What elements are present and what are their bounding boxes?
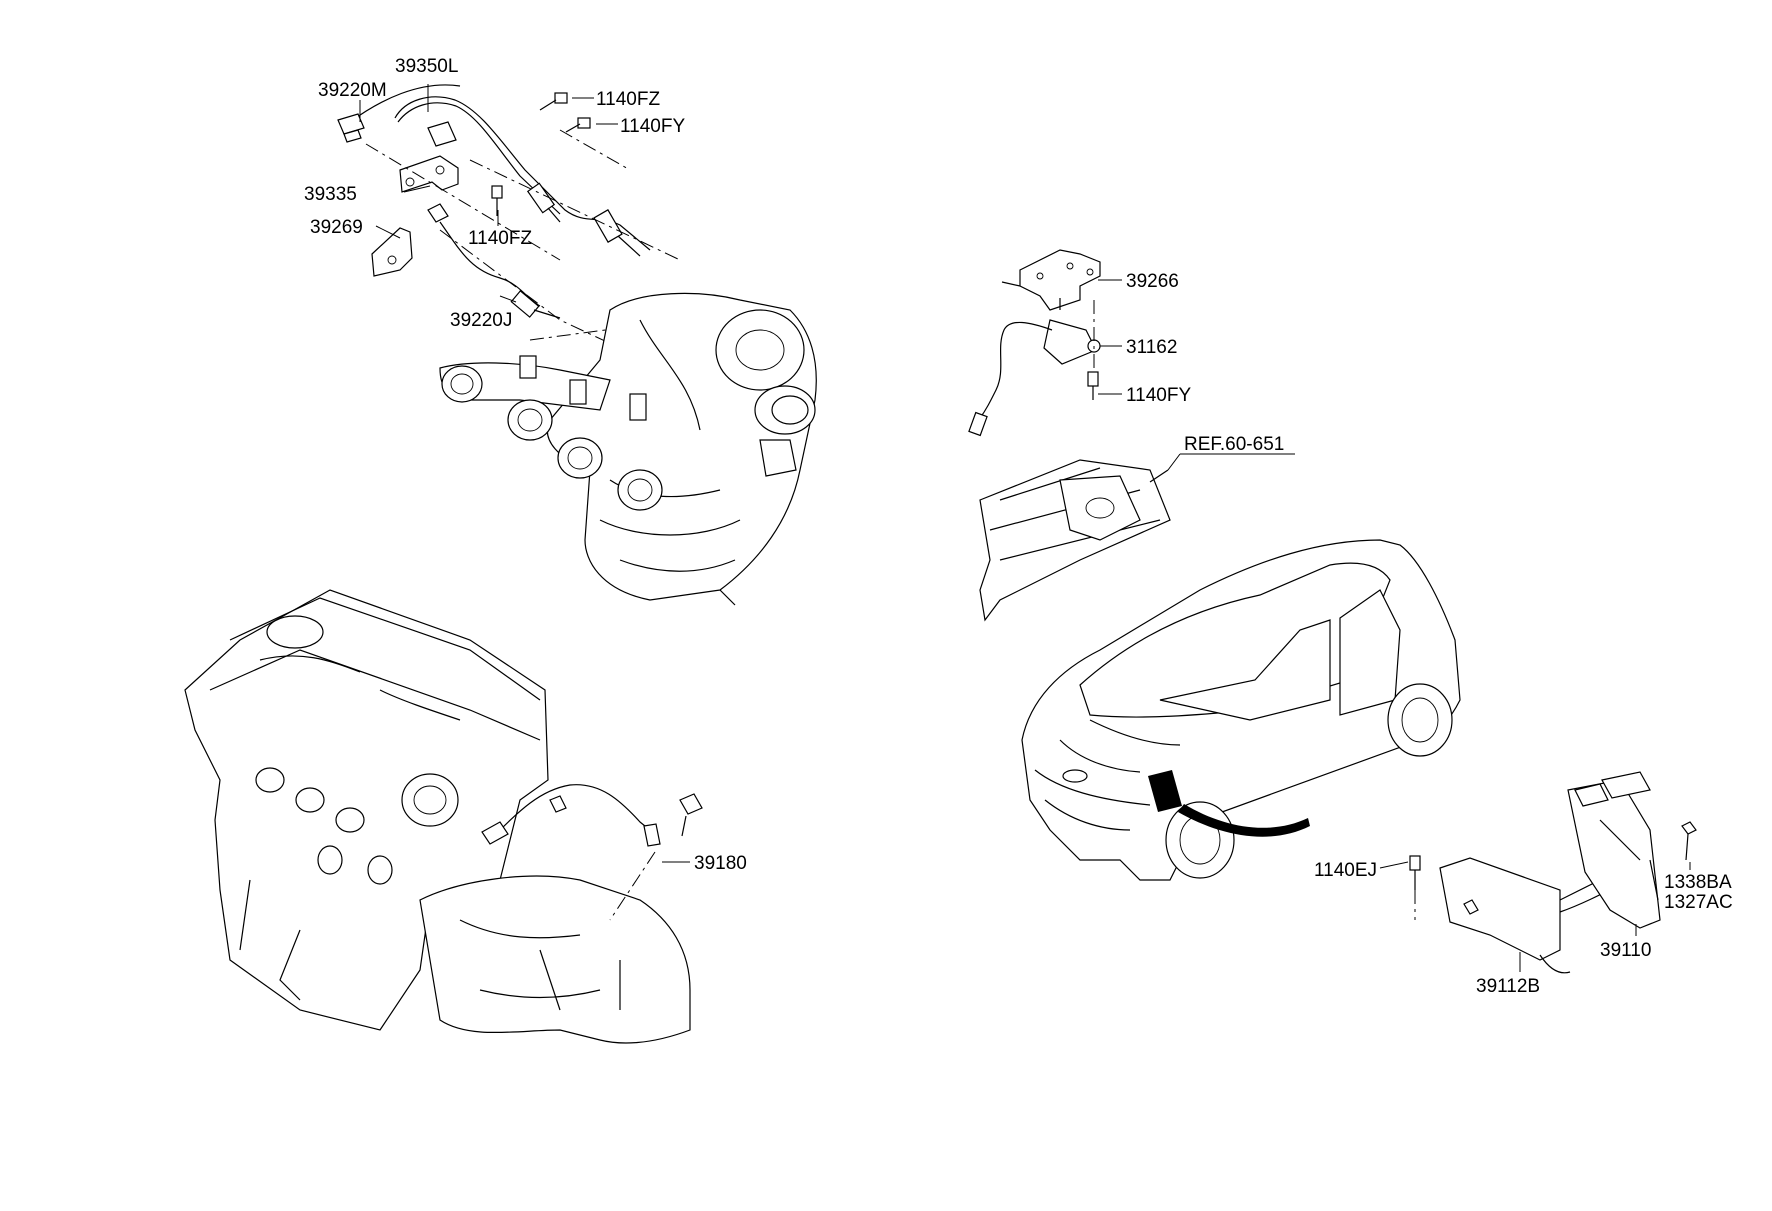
vehicle-illustration [1021,539,1461,881]
label-39110: 39110 [1600,940,1651,961]
sensor-bracket-assembly [968,249,1101,437]
label-31162: 31162 [1126,337,1177,358]
floor-panel-ref [979,453,1295,622]
ref-label: REF.60-651 [1184,434,1284,455]
part-labels: 39350L 39220M 1140FZ 1140FY 39335 39269 … [304,56,1733,997]
label-39335: 39335 [304,184,357,205]
label-39269: 39269 [310,217,363,238]
label-1140EJ: 1140EJ [1314,860,1377,881]
leader-lines [359,84,1691,972]
label-1327AC: 1327AC [1664,892,1733,913]
label-39220M: 39220M [318,80,387,101]
label-1338BA: 1338BA [1664,872,1732,893]
label-1140FY-right: 1140FY [1126,385,1191,406]
manifold-port [439,355,663,511]
label-39112B: 39112B [1476,976,1540,997]
exhaust-manifold-assembly [337,84,817,606]
bolt-icon [491,92,591,216]
label-39220J: 39220J [450,310,512,331]
ecu-assembly [1409,771,1697,974]
label-39180: 39180 [694,853,747,874]
label-1140FZ-mid: 1140FZ [468,228,532,249]
label-1140FZ-top: 1140FZ [596,89,660,110]
label-39350L: 39350L [395,56,458,77]
label-39266: 39266 [1126,271,1179,292]
engine-block [184,589,703,1044]
label-1140FY-top: 1140FY [620,116,685,137]
